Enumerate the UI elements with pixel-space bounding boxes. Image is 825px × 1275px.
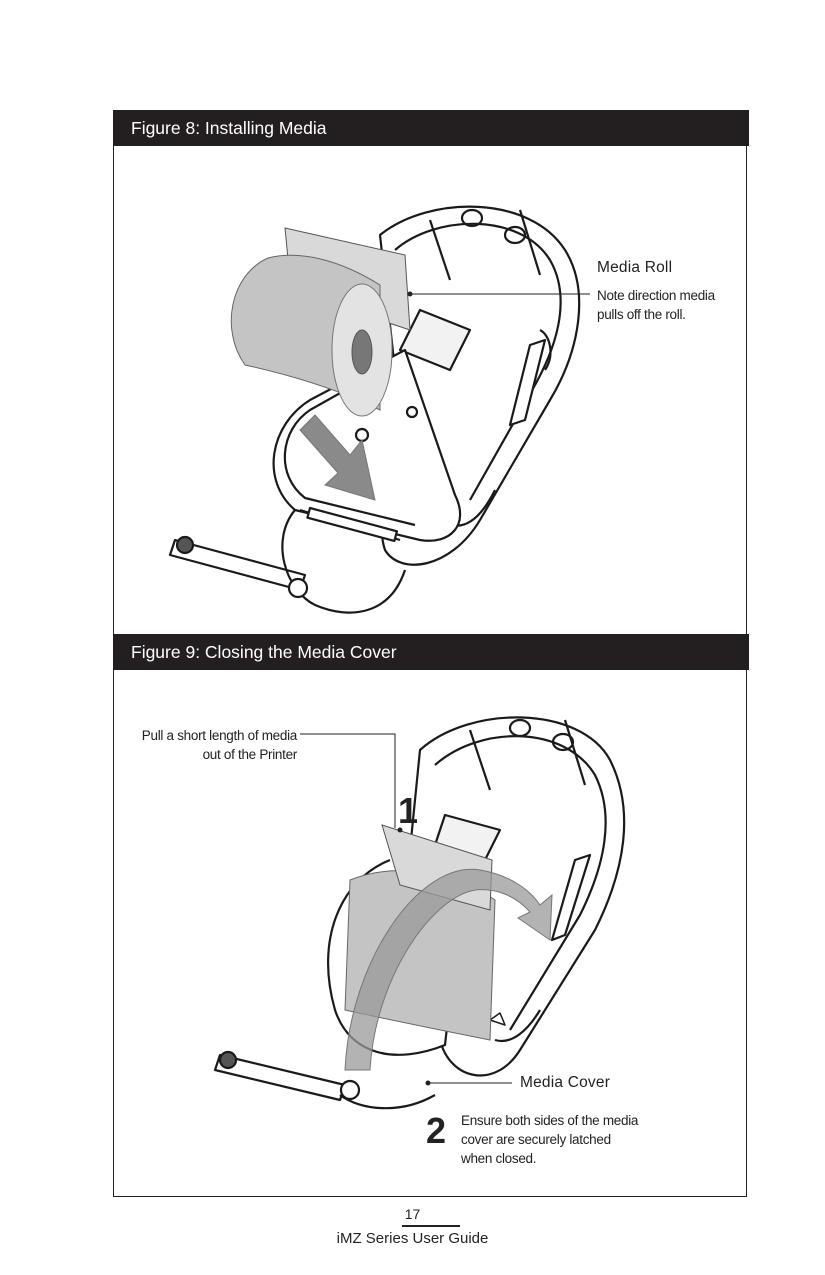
media-roll-note-line-1: Note direction media xyxy=(597,288,715,303)
install-direction-arrow xyxy=(299,414,376,501)
media-roll-label: Media Roll xyxy=(597,259,673,276)
guide-title: iMZ Series User Guide xyxy=(336,1230,489,1247)
close-cover-arrow xyxy=(344,868,553,1071)
pull-media-note-line-1: Pull a short length of media xyxy=(141,728,298,743)
figure-8-title: Figure 8: Installing Media xyxy=(113,110,749,146)
footer-divider xyxy=(402,1225,460,1227)
latch-note-line-3: when closed. xyxy=(461,1151,537,1166)
step-2-number: 2 xyxy=(426,1110,447,1151)
pull-media-note-line-2: out of the Printer xyxy=(202,747,298,762)
latch-note-line-1: Ensure both sides of the media xyxy=(461,1113,639,1128)
media-roll-note-line-2: pulls off the roll. xyxy=(597,307,686,322)
latch-note-line-2: cover are securely latched xyxy=(461,1132,611,1147)
figure-9-title: Figure 9: Closing the Media Cover xyxy=(113,634,749,670)
media-cover-label: Media Cover xyxy=(520,1074,611,1091)
page-number: 17 xyxy=(404,1206,421,1222)
figure-8-illustration xyxy=(168,205,590,614)
step-1-number: 1 xyxy=(398,790,419,831)
figure-9-illustration xyxy=(213,716,626,1110)
media-cover-outline xyxy=(272,348,462,542)
